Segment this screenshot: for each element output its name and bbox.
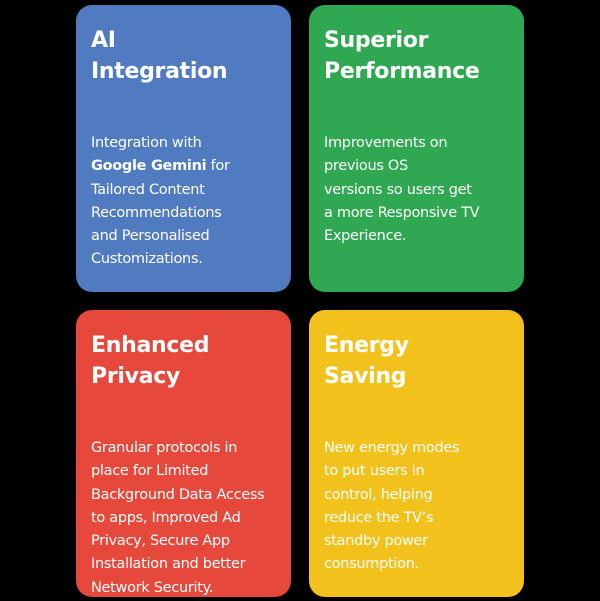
text: previous OS — [324, 158, 408, 175]
text: versions so users get — [324, 181, 472, 198]
card-description-line: Customizations. — [91, 248, 281, 271]
text: Customizations. — [91, 251, 203, 268]
text: Installation and better — [91, 556, 246, 573]
card-description-line: Integration with — [91, 132, 281, 155]
text: Tailored Content — [91, 181, 205, 198]
card-description-line: reduce the TV’s — [324, 507, 514, 530]
card-description-line: Granular protocols in — [91, 437, 281, 460]
card-description-line: consumption. — [324, 553, 514, 576]
text: place for Limited — [91, 463, 209, 480]
text: for — [206, 158, 230, 175]
highlight-text: Google Gemini — [91, 158, 207, 175]
text: to apps, Improved Ad — [91, 509, 241, 526]
text: Improvements on — [324, 135, 448, 151]
text: Privacy, Secure App — [91, 533, 230, 550]
text: standby power — [324, 533, 428, 550]
text: Experience. — [324, 228, 407, 245]
card-title-line: AI — [91, 28, 116, 53]
text: Recommendations — [91, 204, 222, 221]
text: consumption. — [324, 556, 419, 573]
card-description-line: previous OS — [324, 155, 514, 178]
card-description-line: and Personalised — [91, 225, 281, 248]
card-description-line: versions so users get — [324, 179, 514, 202]
text: Network Security. — [91, 579, 214, 596]
card-description-line: standby power — [324, 530, 514, 553]
text: and Personalised — [91, 228, 210, 245]
card-title: AI Integration — [91, 25, 281, 87]
card-description: New energy modes to put users in control, … — [324, 437, 514, 577]
card-description-line: Google Gemini for — [91, 155, 281, 178]
card-title-line: Integration — [91, 59, 228, 84]
card-title-line: Energy — [324, 333, 409, 358]
card-description-line: Improvements on — [324, 132, 514, 155]
text: to put users in — [324, 463, 425, 480]
card-description-line: Background Data Access — [91, 484, 281, 507]
text: New energy modes — [324, 440, 460, 456]
card-description-line: Tailored Content — [91, 179, 281, 202]
card-description-line: a more Responsive TV — [324, 202, 514, 225]
card-title-line: Performance — [324, 59, 480, 84]
card-description-line: control, helping — [324, 484, 514, 507]
card-description-line: to put users in — [324, 460, 514, 483]
card-title-line: Superior — [324, 28, 429, 53]
card-description-line: New energy modes — [324, 437, 514, 460]
text: Background Data Access — [91, 486, 265, 503]
card-description-line: to apps, Improved Ad — [91, 507, 281, 530]
card-title-line: Privacy — [91, 364, 180, 389]
card-title-line: Enhanced — [91, 333, 210, 358]
card-description-line: place for Limited — [91, 460, 281, 483]
card-title-line: Saving — [324, 364, 407, 389]
card-description-line: Network Security. — [91, 577, 281, 600]
text: reduce the TV’s — [324, 509, 434, 526]
card-description-line: Installation and better — [91, 553, 281, 576]
text: Integration with — [91, 135, 202, 151]
text: a more Responsive TV — [324, 204, 480, 221]
card-description: Improvements on previous OS versions so us… — [324, 132, 514, 248]
text: control, helping — [324, 486, 433, 503]
card-description-line: Experience. — [324, 225, 514, 248]
text: Granular protocols in — [91, 440, 238, 456]
card-description-line: Privacy, Secure App — [91, 530, 281, 553]
card-description-line: Recommendations — [91, 202, 281, 225]
